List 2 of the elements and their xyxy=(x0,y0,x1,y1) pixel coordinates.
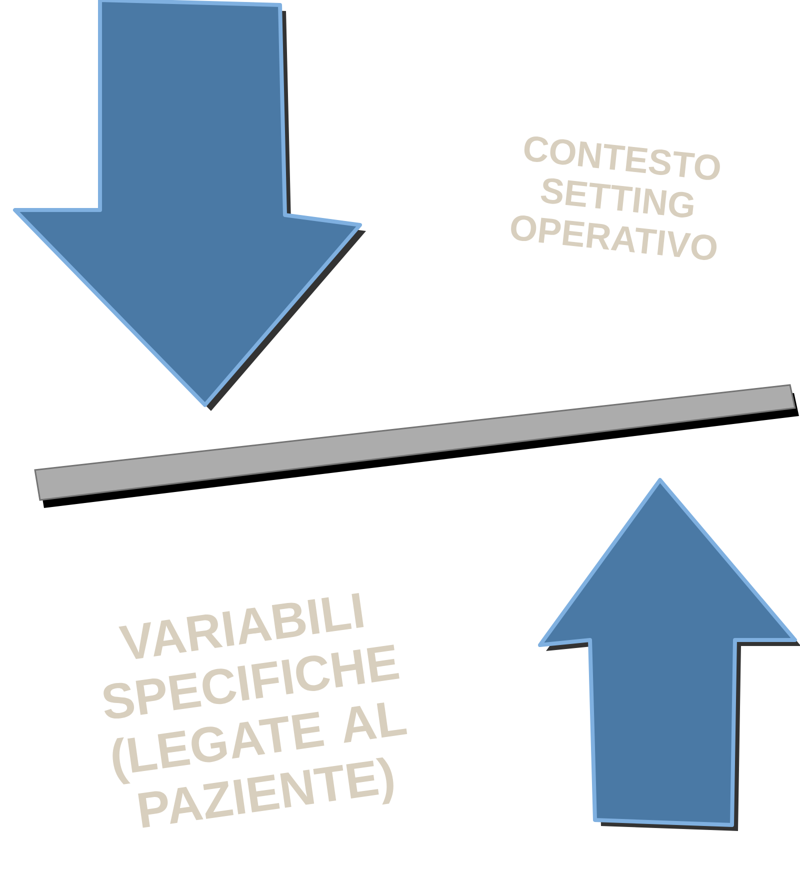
caption-text: CONTESTO SETTING OPERATIVO xyxy=(511,136,720,260)
caption-text: VARIABILI SPECIFICHE (LEGATE AL PAZIENTE) xyxy=(104,592,408,828)
